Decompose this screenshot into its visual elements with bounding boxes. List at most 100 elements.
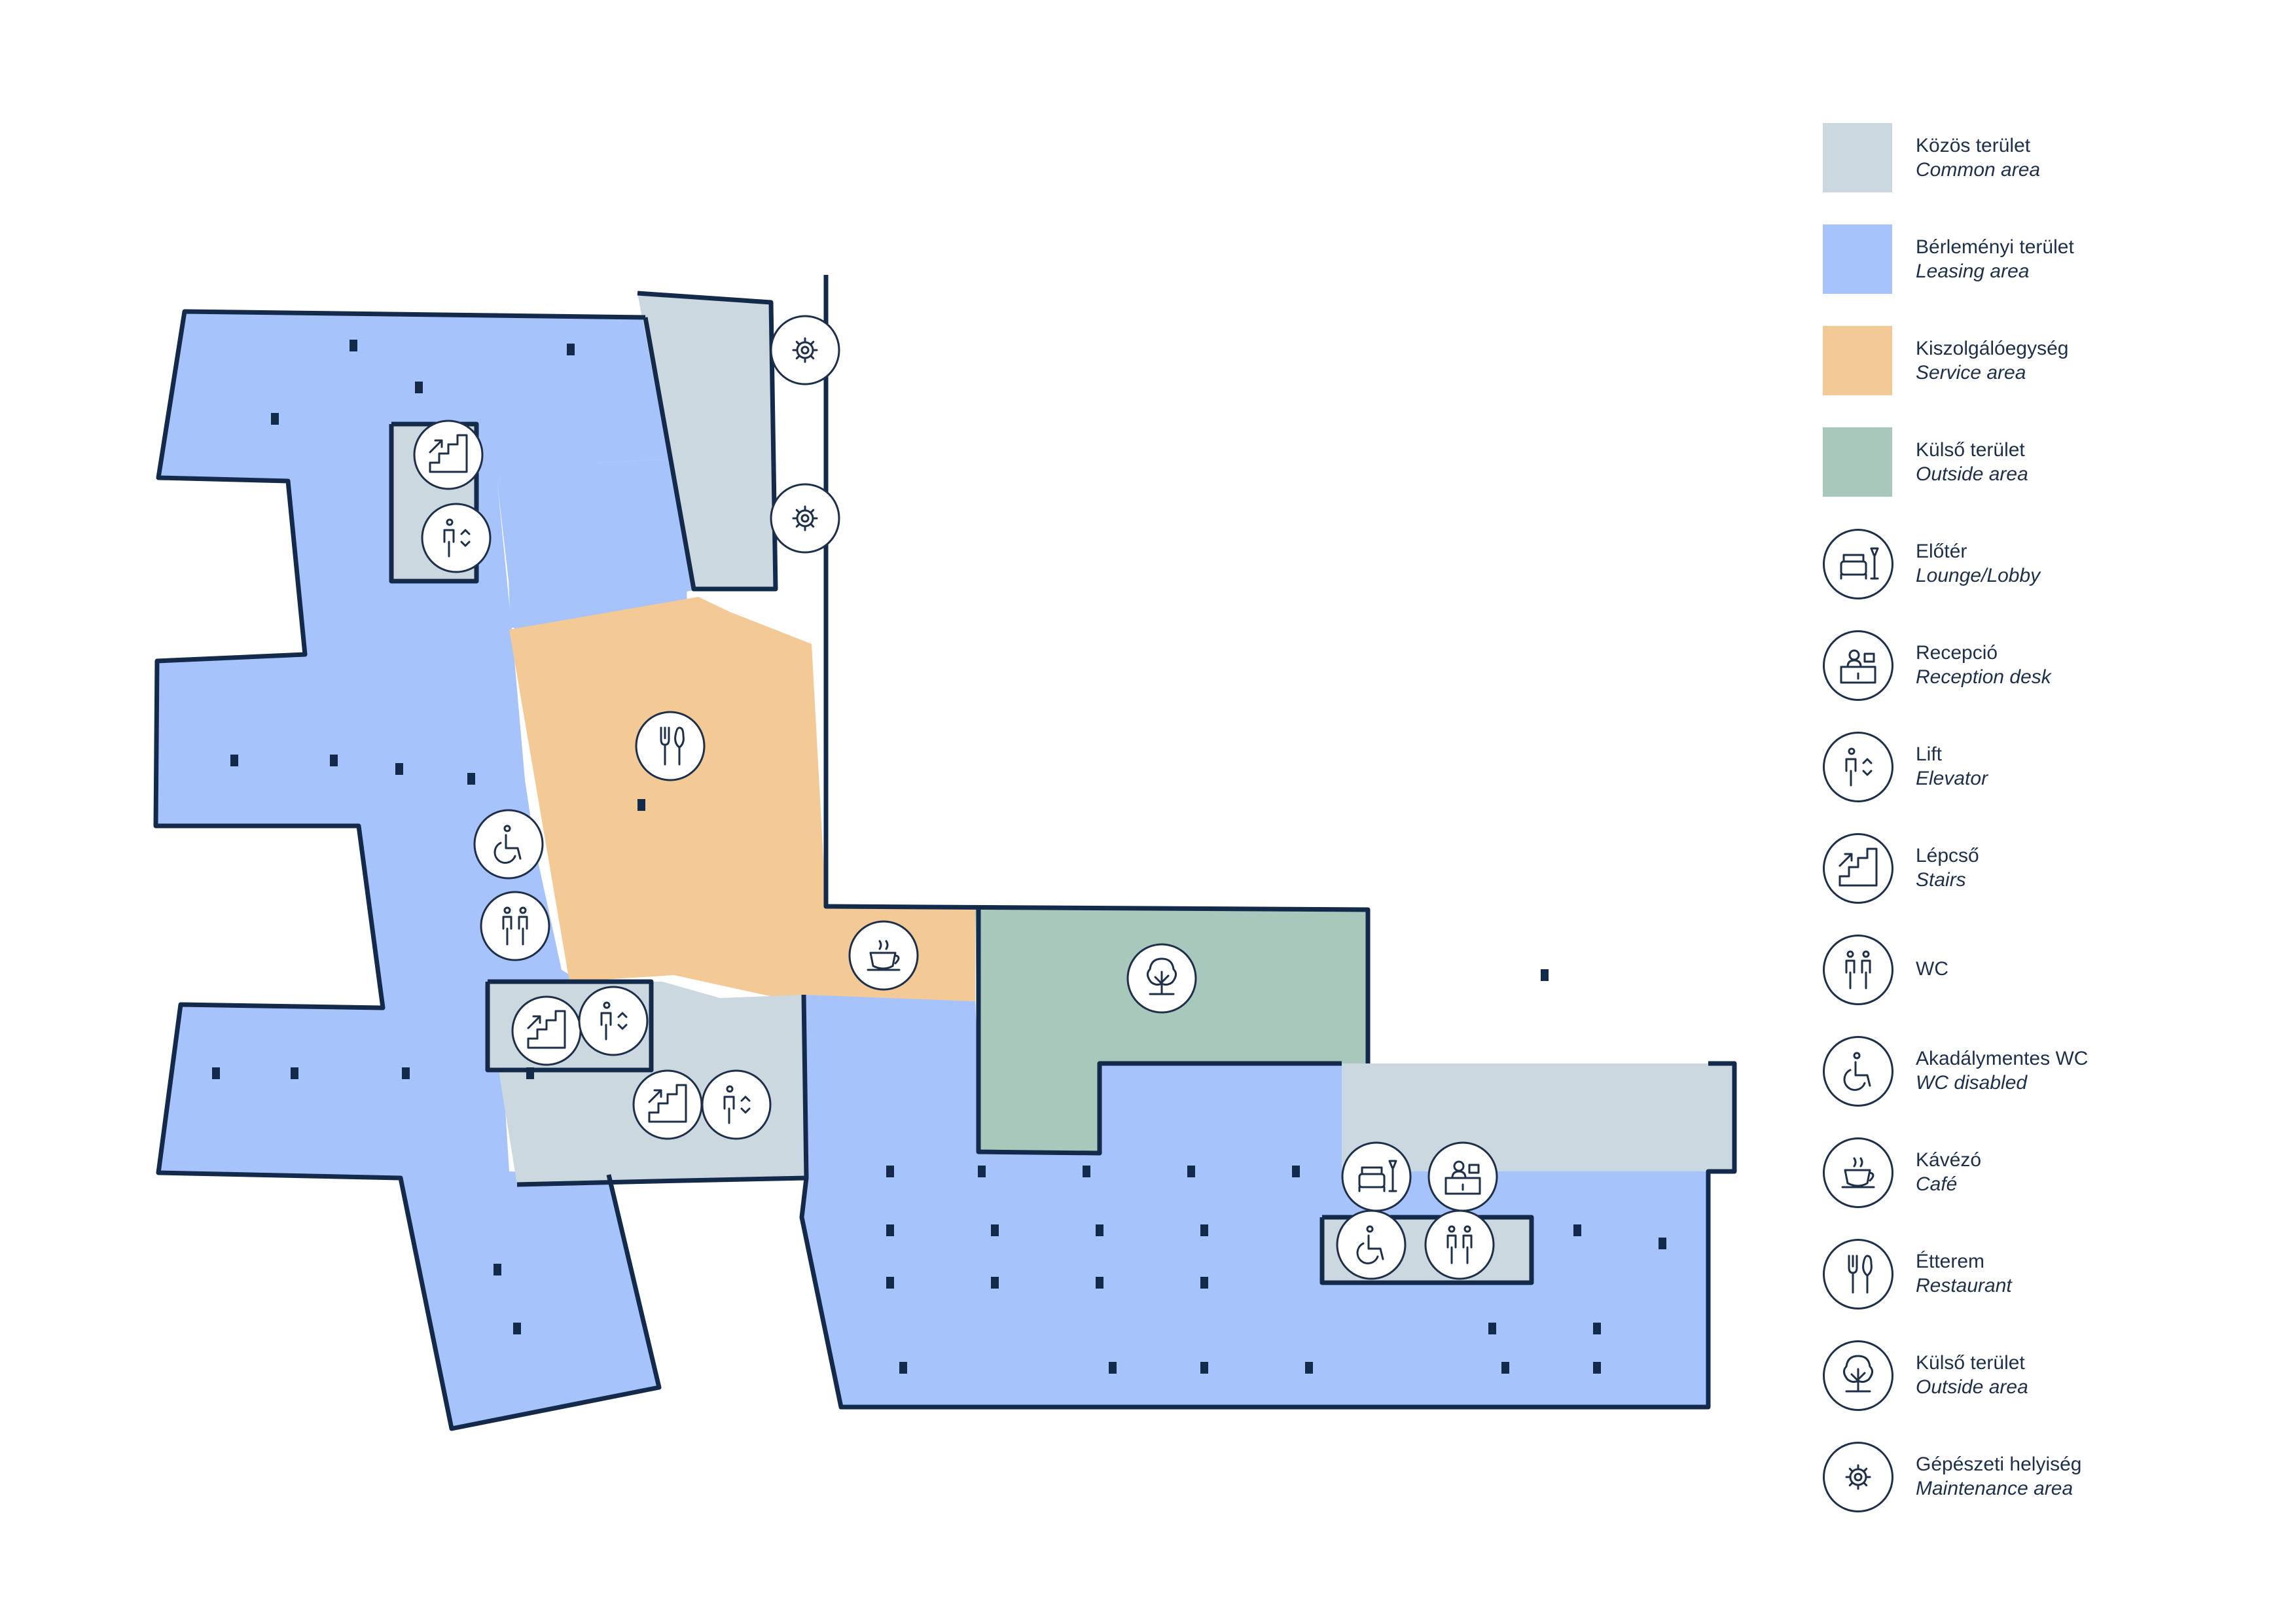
map-marker-stairs-icon	[632, 1069, 703, 1140]
legend-label-en: Outside area	[1916, 463, 2028, 485]
structural-column	[1488, 1323, 1496, 1334]
structural-column	[991, 1277, 999, 1289]
map-marker-elevator-icon	[578, 986, 649, 1056]
structural-column	[1200, 1277, 1208, 1289]
reception-icon	[1823, 630, 1893, 701]
legend-label-en: Leasing area	[1916, 260, 2030, 282]
legend-label-hu: Kiszolgálóegység	[1916, 338, 2069, 359]
legend-label-hu: Recepció	[1916, 642, 1998, 664]
structural-column	[886, 1277, 894, 1289]
leasing-area-east	[802, 995, 1708, 1407]
structural-column	[1305, 1362, 1313, 1374]
map-marker-stairs-icon	[511, 995, 582, 1066]
structural-column	[1541, 969, 1549, 981]
common-area-east-corridor	[1342, 1063, 1734, 1171]
legend-label-en: Reception desk	[1916, 666, 2051, 688]
map-marker-wc-icon	[1424, 1209, 1495, 1280]
legend-label-hu: Akadálymentes WC	[1916, 1048, 2089, 1069]
structural-column	[493, 1264, 501, 1275]
structural-column	[271, 413, 279, 425]
east-outline	[799, 1061, 1737, 1410]
structural-column	[978, 1166, 986, 1177]
shaft-outline	[637, 291, 778, 592]
common-area-shaft	[637, 293, 776, 589]
map-marker-reception-icon	[1427, 1141, 1498, 1212]
legend-label-en: Elevator	[1916, 768, 1988, 789]
service-area-restaurant	[509, 597, 975, 1001]
map-marker-wc-icon	[480, 891, 550, 961]
structural-column	[1109, 1362, 1117, 1374]
leasing-area-west-wing	[156, 312, 685, 1429]
legend-label-hu: Bérleményi terület	[1916, 236, 2074, 258]
common-area-swatch	[1823, 123, 1892, 192]
outside-area-swatch	[1823, 427, 1892, 497]
structural-column	[899, 1362, 907, 1374]
structural-column	[1593, 1323, 1601, 1334]
map-marker-elevator-icon	[701, 1069, 772, 1140]
tree-icon	[1823, 1340, 1893, 1411]
marker-layer	[413, 315, 1498, 1280]
legend-label-hu: Külső terület	[1916, 439, 2025, 461]
structural-column	[1083, 1166, 1090, 1177]
map-marker-elevator-icon	[421, 503, 492, 573]
mid-core-outline	[485, 979, 654, 1073]
structural-column	[1096, 1224, 1103, 1236]
structural-column	[1593, 1362, 1601, 1374]
structural-column	[330, 755, 338, 766]
lounge-icon	[1823, 529, 1893, 599]
structural-column	[291, 1067, 298, 1079]
map-marker-gear-icon	[770, 483, 840, 554]
map-marker-wheelchair-icon	[1336, 1209, 1407, 1280]
map-marker-tree-icon	[1126, 943, 1197, 1014]
leasing-area-upper-middle	[504, 462, 699, 628]
structural-column	[1187, 1166, 1195, 1177]
legend-label-hu: Közös terület	[1916, 135, 2031, 156]
legend-label-hu: Előtér	[1916, 541, 1967, 562]
service-outline	[823, 275, 1371, 1063]
legend-label-hu: Gépészeti helyiség	[1916, 1454, 2082, 1475]
structural-column	[567, 344, 575, 355]
legend-label-en: Common area	[1916, 159, 2041, 181]
structural-column	[886, 1166, 894, 1177]
structural-column	[526, 1067, 534, 1079]
map-marker-fork-knife-icon	[635, 711, 706, 781]
wc-icon	[1823, 935, 1893, 1005]
structural-column	[1573, 1224, 1581, 1236]
structural-column	[402, 1067, 410, 1079]
map-marker-lounge-icon	[1341, 1141, 1412, 1212]
coffee-cup-icon	[1823, 1137, 1893, 1208]
structural-column	[1292, 1166, 1300, 1177]
wall-layer	[153, 275, 1737, 1431]
elevator-icon	[1823, 732, 1893, 802]
outside-area-terrace	[975, 908, 1368, 1153]
structural-column	[350, 340, 357, 351]
legend-label-en: Service area	[1916, 362, 2026, 383]
structural-column	[886, 1224, 894, 1236]
structural-column	[415, 382, 423, 393]
legend-label-en: Maintenance area	[1916, 1478, 2073, 1499]
structural-column	[1096, 1277, 1103, 1289]
wheelchair-icon	[1823, 1036, 1893, 1107]
map-marker-wheelchair-icon	[473, 809, 544, 880]
legend-label-en: Stairs	[1916, 869, 1966, 891]
legend-label-en: Restaurant	[1916, 1275, 2012, 1296]
fork-knife-icon	[1823, 1239, 1893, 1310]
gear-icon	[1823, 1442, 1893, 1512]
legend-label-hu: Külső terület	[1916, 1352, 2025, 1374]
structural-column	[395, 763, 403, 775]
legend-item: Akadálymentes WC WC disabled	[1823, 1036, 2281, 1108]
leasing-area-swatch	[1823, 224, 1892, 294]
legend-label-en: WC disabled	[1916, 1072, 2028, 1094]
structural-column	[1659, 1238, 1666, 1249]
outside-inner-outline	[976, 910, 1342, 1156]
